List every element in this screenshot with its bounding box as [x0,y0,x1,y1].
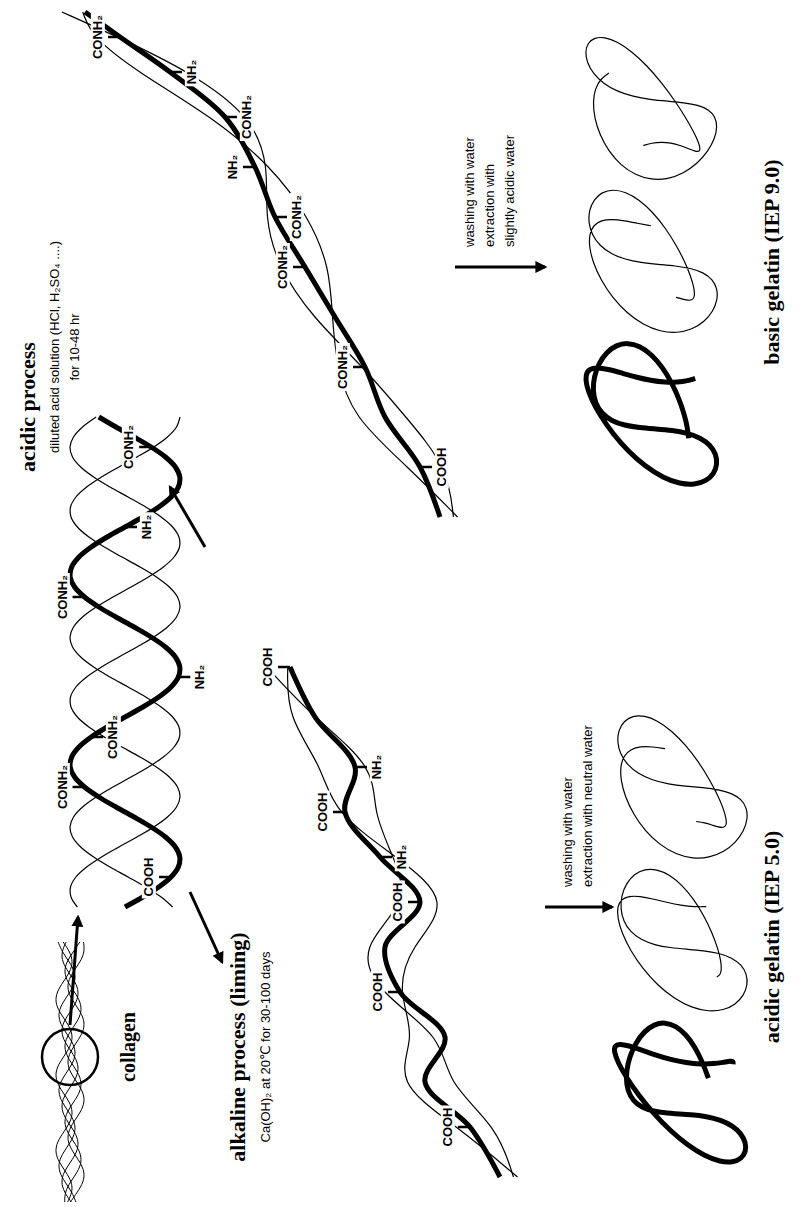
group-label: COOH [142,856,156,899]
gelatin-chains [62,12,518,1177]
group-label: CONH₂ [55,573,69,621]
random-coils [586,37,747,1162]
process-step: washing with water [463,135,477,249]
group-label: COOH [435,446,449,489]
process-condition: diluted acid solution (HCl, H₂SO₄ ....) [48,239,62,455]
triple-helix [70,417,180,907]
group-label: CONH₂ [106,713,120,761]
process-title: acidic process [16,340,40,474]
group-label: NH₂ [185,58,199,87]
group-label: CONH₂ [55,763,69,811]
figure-title: collagen [117,1010,139,1084]
group-label: CONH₂ [336,343,350,391]
product-title: acidic gelatin (IEP 5.0) [760,829,784,1046]
group-label: NH₂ [395,843,409,872]
process-step: extraction with neutral water [581,723,595,889]
group-label: NH₂ [370,753,384,782]
group-label: COOH [391,881,405,924]
process-step: slightly acidic water [503,133,517,249]
group-label: NH₂ [193,663,207,692]
process-condition: for 10-48 hr [68,311,82,382]
collagen-fibril [42,942,98,1202]
group-label: CONH₂ [240,93,254,141]
group-label: CONH₂ [91,13,105,61]
group-label: NH₂ [226,153,240,182]
group-label: CONH₂ [122,423,136,471]
process-title: alkaline process (liming) [226,930,250,1163]
process-arrows [70,267,612,1025]
group-label: COOH [371,971,385,1014]
process-step: washing with water [561,775,575,889]
group-label: NH₂ [140,513,154,542]
group-label: COOH [316,791,330,834]
group-label: CONH₂ [276,243,290,291]
process-step: extraction with [483,162,497,249]
group-label: CONH₂ [290,193,304,241]
process-condition: Ca(OH)₂ at 20℃ for 30-100 days [259,950,273,1145]
product-title: basic gelatin (IEP 9.0) [760,157,784,366]
group-label: COOH [261,646,275,689]
group-label: COOH [441,1106,455,1149]
